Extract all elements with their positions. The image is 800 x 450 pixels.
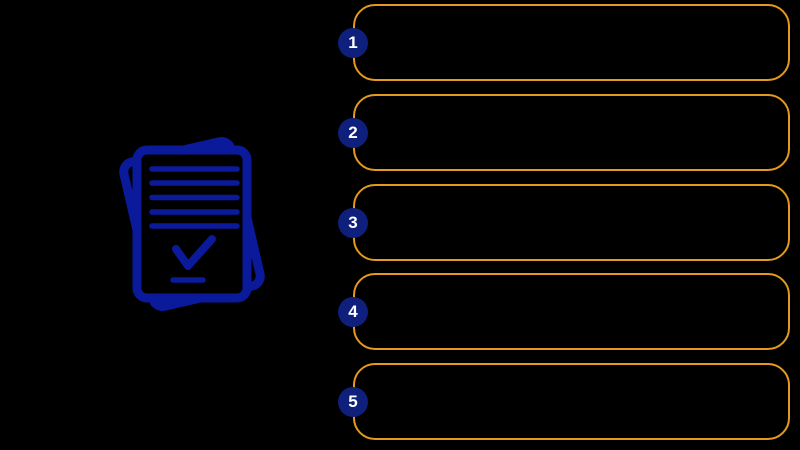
step-label-2 — [389, 96, 772, 169]
step-box-5: 5 — [338, 363, 790, 440]
document-text-lines — [149, 166, 240, 229]
step-label-1 — [389, 6, 772, 79]
step-number-badge-5: 5 — [338, 386, 368, 417]
step-box-1: 1 — [338, 4, 790, 81]
step-label-3 — [389, 186, 772, 259]
step-box-2: 2 — [338, 94, 790, 171]
step-box-4: 4 — [338, 273, 790, 350]
step-number-badge-4: 4 — [338, 296, 368, 327]
step-number-badge-1: 1 — [338, 27, 368, 58]
step-list: 1 2 3 4 5 — [338, 4, 790, 444]
checklist-documents-icon — [119, 137, 265, 311]
step-number-badge-2: 2 — [338, 117, 368, 148]
step-label-4 — [389, 275, 772, 348]
step-label-5 — [389, 365, 772, 438]
step-number-badge-3: 3 — [338, 207, 368, 238]
step-box-3: 3 — [338, 184, 790, 261]
checkmark-icon — [172, 235, 216, 270]
